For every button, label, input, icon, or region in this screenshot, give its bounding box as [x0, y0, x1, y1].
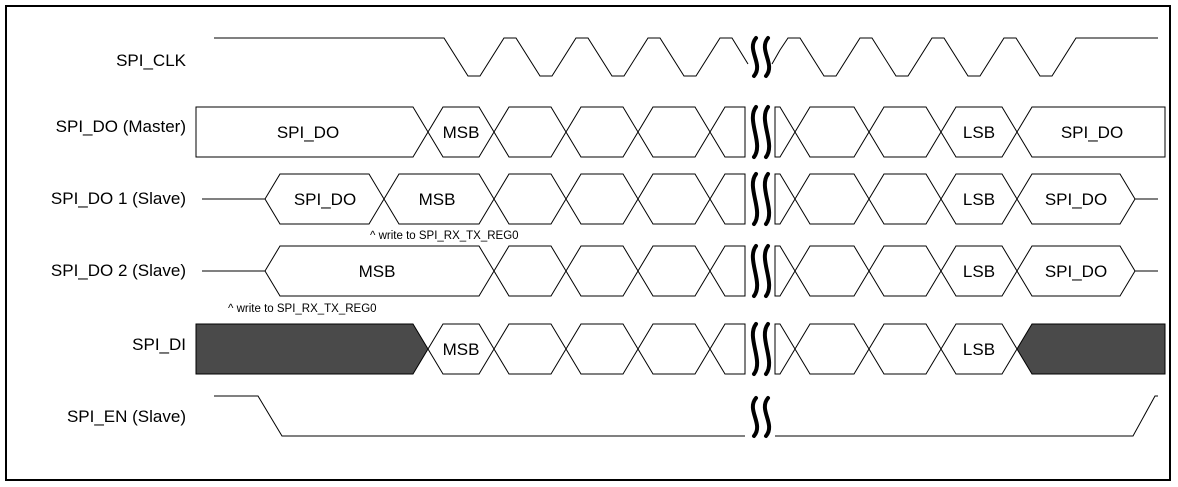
- slave2-cell-lsb: LSB: [963, 262, 995, 281]
- slave2-cell-spi-do-end: SPI_DO: [1045, 262, 1107, 281]
- master-cell-spi-do: SPI_DO: [277, 123, 339, 142]
- label-spi-clk: SPI_CLK: [116, 51, 187, 70]
- label-spi-en-slave: SPI_EN (Slave): [67, 407, 186, 426]
- waveform-spi-do-2-slave: MSB LSB SPI_DO ^ write to SPI_RX_TX_REG0: [202, 245, 1158, 315]
- di-cell-msb: MSB: [443, 340, 480, 359]
- time-break-markers: [750, 36, 772, 438]
- slave1-note-write-reg: ^ write to SPI_RX_TX_REG0: [370, 230, 519, 242]
- spi-di-undefined-end: [1016, 323, 1166, 375]
- waveform-spi-do-1-slave: SPI_DO MSB LSB SPI_DO ^ write to SPI_RX_…: [202, 173, 1158, 242]
- label-spi-do-2-slave: SPI_DO 2 (Slave): [51, 261, 186, 280]
- label-spi-do-1-slave: SPI_DO 1 (Slave): [51, 189, 186, 208]
- slave1-cell-msb: MSB: [419, 190, 456, 209]
- spi-di-undefined-start: [195, 323, 429, 375]
- timing-diagram-frame: [5, 5, 1171, 481]
- time-break-do-master: [750, 105, 772, 159]
- label-spi-di: SPI_DI: [132, 335, 186, 354]
- slave2-cell-msb: MSB: [359, 262, 396, 281]
- di-cell-lsb: LSB: [963, 340, 995, 359]
- waveform-spi-di: MSB LSB: [195, 323, 1166, 375]
- time-break-do-slave2: [750, 244, 772, 298]
- waveform-spi-clk: [214, 37, 1158, 77]
- time-break-do-slave1: [750, 172, 772, 226]
- waveform-spi-do-master: SPI_DO MSB LSB SPI_DO: [195, 106, 1166, 158]
- time-break-clk: [750, 36, 772, 78]
- slave1-cell-spi-do: SPI_DO: [294, 190, 356, 209]
- master-cell-spi-do-end: SPI_DO: [1061, 123, 1123, 142]
- time-break-di: [750, 322, 772, 376]
- time-break-en: [750, 396, 772, 438]
- master-cell-msb: MSB: [443, 123, 480, 142]
- label-spi-do-master: SPI_DO (Master): [56, 117, 186, 136]
- slave1-cell-lsb: LSB: [963, 190, 995, 209]
- slave1-cell-spi-do-end: SPI_DO: [1045, 190, 1107, 209]
- master-cell-lsb: LSB: [963, 123, 995, 142]
- slave2-note-write-reg: ^ write to SPI_RX_TX_REG0: [228, 303, 377, 315]
- waveform-spi-en-slave: [214, 395, 1158, 437]
